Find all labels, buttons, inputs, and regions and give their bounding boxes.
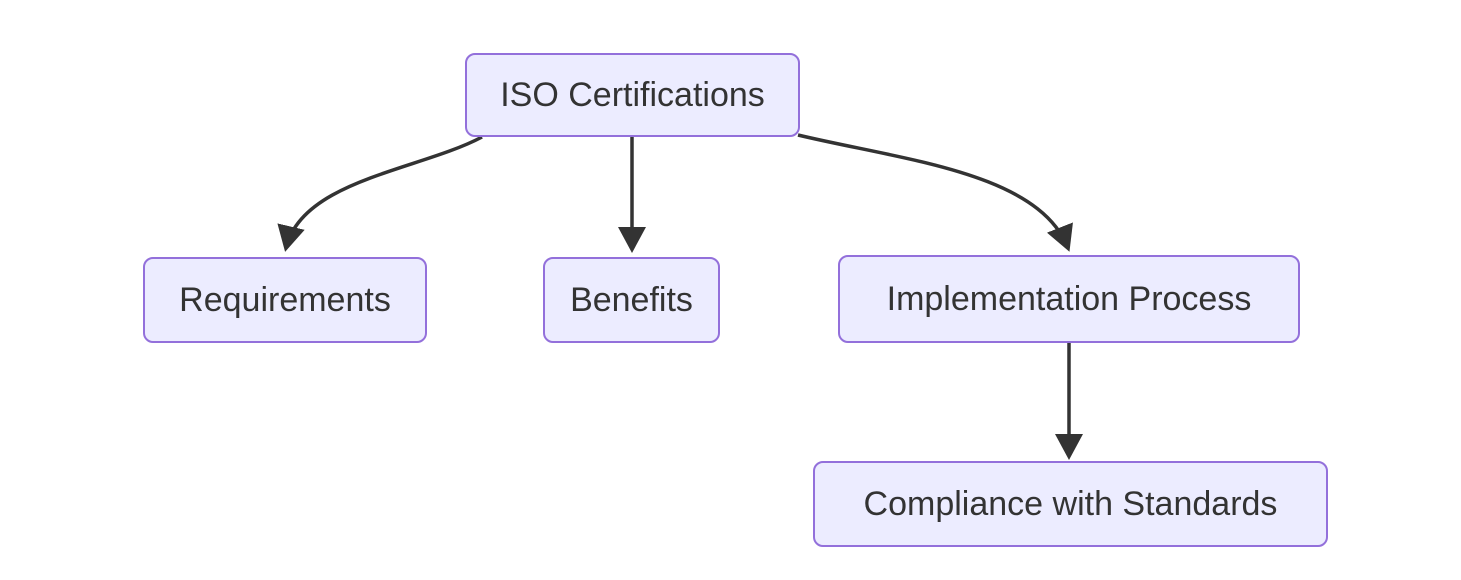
node-requirements-label: Requirements (179, 280, 391, 319)
edge-iso-to-requirements (277, 135, 483, 252)
node-benefits: Benefits (543, 257, 720, 343)
node-benefits-label: Benefits (570, 280, 693, 319)
node-implementation-process: Implementation Process (838, 255, 1300, 343)
node-implementation-process-label: Implementation Process (886, 279, 1252, 318)
edge-iso-to-implementation-process (797, 133, 1073, 252)
node-iso-certifications-label: ISO Certifications (500, 75, 765, 114)
node-compliance-with-standards-label: Compliance with Standards (863, 484, 1278, 523)
node-requirements: Requirements (143, 257, 427, 343)
node-compliance-with-standards: Compliance with Standards (813, 461, 1328, 547)
node-iso-certifications: ISO Certifications (465, 53, 800, 137)
